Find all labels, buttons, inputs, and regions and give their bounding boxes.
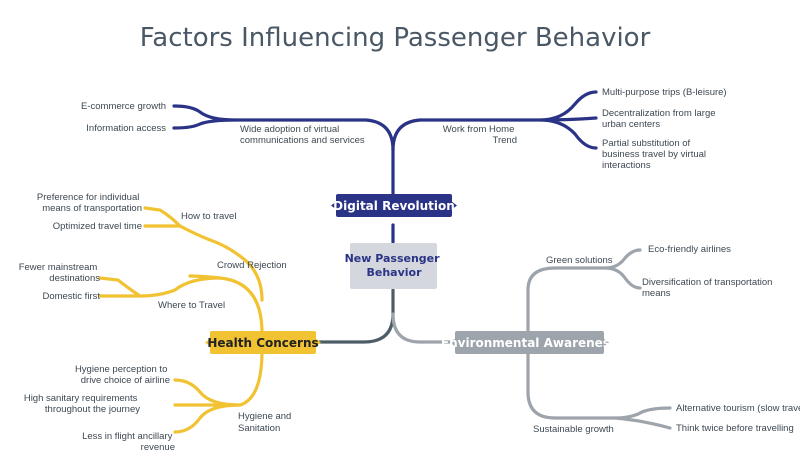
hygiene-sanitation-label: Hygiene and Sanitation <box>238 411 294 434</box>
green-solutions-label: Green solutions <box>546 255 613 266</box>
env-green-fork <box>603 248 642 290</box>
digital-revolution-node <box>336 194 452 217</box>
individual-transport-leaf: Preference for individual means of trans… <box>37 192 142 214</box>
work-from-home-label: Work from Home Trend <box>443 124 517 146</box>
health-hygiene-fork <box>173 378 242 434</box>
health-hygiene-line <box>238 349 264 407</box>
digital-revolution-label: Digital Revolution <box>333 199 455 213</box>
transport-diversification-leaf: Diversification of transportation means <box>642 277 775 299</box>
business-travel-substitution-leaf: Partial substitution of business travel … <box>602 138 709 171</box>
domestic-first-leaf: Domestic first <box>42 291 100 302</box>
center-to-health-connector <box>318 288 395 344</box>
digital-branch: Digital Revolution Wide adoption of virt… <box>81 87 727 244</box>
health-where-branch <box>98 276 222 298</box>
digital-stem <box>391 118 422 198</box>
ecommerce-growth-leaf: E-commerce growth <box>81 101 166 112</box>
information-access-leaf: Information access <box>86 123 166 134</box>
digital-left-line <box>234 118 395 152</box>
fewer-mainstream-leaf: Fewer mainstream destinations <box>19 262 101 284</box>
think-twice-leaf: Think twice before travelling <box>676 423 794 434</box>
center-to-environment-connector <box>391 312 457 344</box>
hygiene-perception-leaf: Hygiene perception to drive choice of ai… <box>75 364 170 386</box>
center-node <box>350 243 437 289</box>
optimized-travel-time-leaf: Optimized travel time <box>53 221 142 232</box>
virtual-communications-label: Wide adoption of virtual communications … <box>240 124 365 146</box>
health-concerns-label: Health Concerns <box>207 336 318 350</box>
environment-branch: Environmental Awareness Green solutions … <box>441 244 800 435</box>
env-green-line <box>526 266 607 335</box>
center-node-label: New Passenger Behavior <box>345 252 444 279</box>
sanitary-requirements-leaf: High sanitary requirements throughout th… <box>24 393 140 415</box>
diagram-title: Factors Influencing Passenger Behavior <box>140 23 651 53</box>
health-concerns-node <box>210 331 316 354</box>
crowd-rejection-label: Crowd Rejection <box>217 260 287 271</box>
env-sustainable-line <box>526 349 617 420</box>
health-how-branch <box>143 224 264 302</box>
how-to-travel-label: How to travel <box>181 211 236 222</box>
multi-purpose-trips-leaf: Multi-purpose trips (B-leisure) <box>602 87 727 98</box>
env-sustainable-fork <box>613 406 672 430</box>
alternative-tourism-leaf: Alternative tourism (slow travel) <box>676 403 800 414</box>
ancillary-revenue-leaf: Less in flight ancillary revenue <box>82 431 175 453</box>
where-to-travel-label: Where to Travel <box>158 300 225 311</box>
sustainable-growth-label: Sustainable growth <box>533 424 614 435</box>
digital-right-fork <box>538 90 598 150</box>
digital-left-fork <box>172 104 238 130</box>
environmental-awareness-label: Environmental Awareness <box>441 336 617 350</box>
health-branch: Health Concerns Crowd Rejection How to t… <box>19 192 321 453</box>
decentralization-leaf: Decentralization from large urban center… <box>602 108 718 130</box>
environmental-awareness-node <box>455 331 604 354</box>
eco-friendly-airlines-leaf: Eco-friendly airlines <box>648 244 731 255</box>
